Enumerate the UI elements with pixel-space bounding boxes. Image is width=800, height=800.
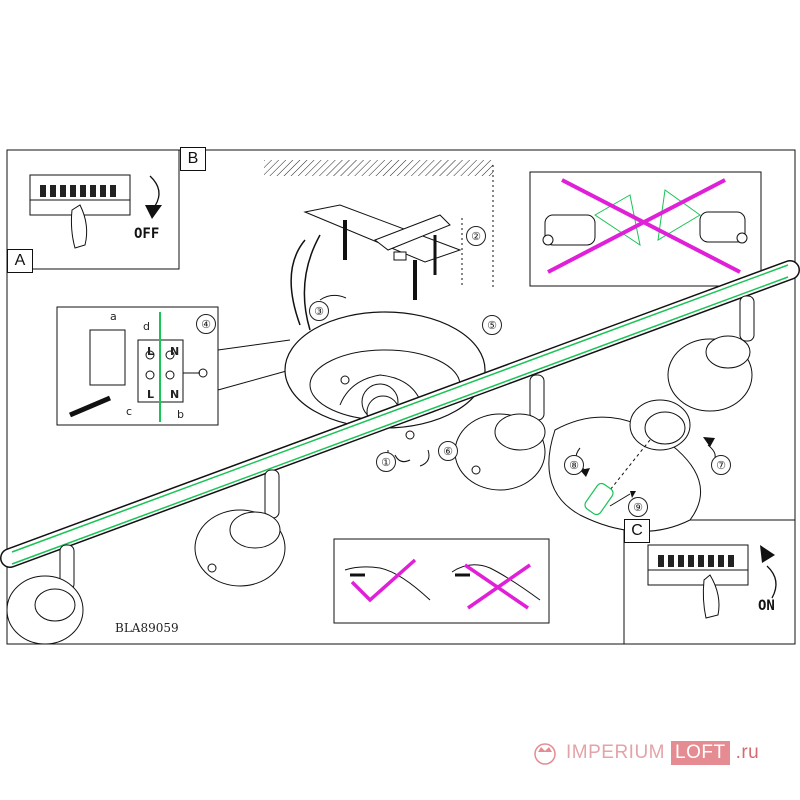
step-7: ⑦ (711, 455, 731, 475)
step-8: ⑧ (564, 455, 584, 475)
wiring-label-l-bottom: L (147, 388, 155, 401)
spotlight-head-4 (667, 295, 755, 412)
wiring-label-c: c (126, 405, 133, 418)
crown-logo-icon (534, 743, 556, 765)
wiring-label-d: d (143, 320, 150, 333)
wiring-label-n-top: N (170, 345, 180, 358)
panel-label-b: B (180, 147, 206, 171)
spotlight-head-3 (454, 374, 546, 491)
wiring-label-l-top: L (147, 345, 155, 358)
panel-label-a: A (7, 249, 33, 273)
model-code: BLA89059 (115, 621, 179, 635)
spotlight-exploded-bulb (548, 399, 716, 532)
panel-c-switch-on (623, 519, 796, 645)
ceiling-hatch (264, 160, 493, 176)
step-6: ⑥ (438, 441, 458, 461)
watermark-tld: .ru (735, 742, 760, 763)
panel-wiring-terminal (56, 306, 291, 426)
step-1: ① (376, 452, 396, 472)
panel-label-c: C (624, 519, 650, 543)
wiring-label-a: a (110, 310, 117, 323)
panel-bulb-handling (333, 538, 550, 624)
switch-off-label: OFF (134, 226, 160, 242)
spotlight-head-2 (194, 469, 286, 587)
step-2: ② (466, 226, 486, 246)
watermark-accent: LOFT (671, 741, 730, 765)
step-4: ④ (196, 314, 216, 334)
panel-b-switch-off (6, 149, 180, 270)
step-9: ⑨ (628, 497, 648, 517)
lamp-rail (0, 260, 800, 568)
watermark-brand: IMPERIUM (566, 742, 665, 763)
wiring-label-n-bottom: N (170, 388, 180, 401)
spotlight-head-1 (6, 544, 84, 645)
switch-on-label: ON (758, 598, 775, 614)
panel-wrong-bulb-orientation (529, 171, 762, 287)
sheet-frame (6, 149, 796, 645)
wiring-label-b: b (177, 408, 184, 421)
step-5: ⑤ (482, 315, 502, 335)
step-3: ③ (309, 301, 329, 321)
mounting-bracket (290, 165, 494, 331)
watermark: IMPERIUM LOFT .ru (530, 736, 759, 770)
